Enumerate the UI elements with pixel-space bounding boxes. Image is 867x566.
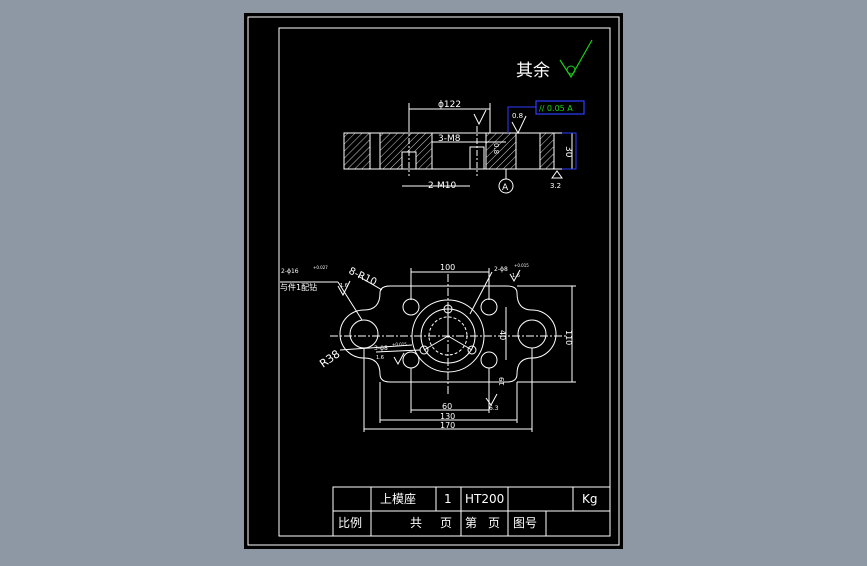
dim-19: 19 [498, 377, 506, 386]
note-2m10: 2-M10 [428, 181, 456, 191]
section-hatch-right [539, 132, 555, 170]
tb-page-label-2: 页 [488, 516, 500, 530]
ray-2 [423, 335, 449, 351]
dim-170: 170 [440, 421, 455, 430]
roughness-sym-top [509, 269, 521, 283]
tb-material: HT200 [465, 492, 504, 506]
leader-small-note [375, 349, 421, 353]
tb-sheet-label: 第 [465, 516, 477, 530]
height-dim-30: 30 [563, 146, 573, 158]
dim-100: 100 [440, 263, 455, 272]
roughness-circle-icon [566, 65, 576, 75]
note-top-hole: 2-ϕ8 [494, 266, 508, 273]
note-fit: 与件1配钻 [280, 282, 317, 292]
plan-view [280, 268, 576, 432]
height-dim-box [562, 132, 577, 170]
datum-circle [498, 178, 514, 194]
tb-quantity: 1 [444, 492, 452, 506]
note-top-hole-tol: +0.015 [514, 263, 529, 268]
roughness-note: 其余 [516, 39, 593, 81]
sheet-border [247, 16, 620, 546]
note-small-hole: 3-ϕ8 [374, 345, 388, 352]
note-top-roughness: 1.6 [512, 273, 520, 279]
note-pin-roughness: 1.6 [340, 283, 348, 289]
section-hatch-left [343, 132, 371, 170]
flatness-leader [507, 106, 536, 133]
tb-page-label: 页 [440, 516, 452, 530]
roughness-symbol-top [511, 115, 527, 135]
dim-110: 110 [564, 330, 573, 345]
note-bottom-roughness: 6.3 [489, 405, 499, 412]
roughness-top-value: 0.8 [512, 112, 523, 120]
flatness-frame [507, 100, 585, 170]
note-small-roughness: 1.6 [376, 355, 384, 361]
roughness-small-value: 3.2 [550, 182, 561, 190]
tb-scale-label: 比例 [338, 516, 362, 530]
small-hole-3 [467, 345, 477, 355]
note-small-hole-tol: +0.015 [392, 342, 407, 347]
flatness-value: // 0.05 A [539, 104, 573, 113]
dim-60: 60 [442, 402, 452, 411]
roughness-sym-bottom [485, 393, 498, 406]
tb-total-label: 共 [410, 516, 422, 530]
tb-unit: Kg [582, 492, 598, 506]
leader-8r10 [357, 275, 383, 291]
leader-fit-2 [337, 281, 363, 321]
roughness-symbol-right [551, 170, 563, 179]
ray-1 [447, 335, 473, 351]
note-pin-hole: 2-ϕ16 [281, 268, 299, 275]
leader-top-note [469, 271, 493, 315]
dim-phi122: ϕ122 [438, 100, 461, 110]
note-pin-hole-tol: +0.027 [313, 265, 328, 270]
title-block [332, 486, 611, 537]
front-view [343, 103, 576, 194]
leader-r38 [339, 344, 413, 351]
roughness-note-label: 其余 [516, 61, 550, 81]
note-3m8: 3-M8 [438, 134, 461, 144]
plate-outline [339, 285, 557, 383]
tb-drawing-no-label: 图号 [513, 516, 537, 530]
roughness-sym-fit [337, 280, 351, 297]
dim-130: 130 [440, 412, 455, 421]
dim-40: 40 [498, 330, 507, 340]
tb-part-name: 上模座 [380, 491, 416, 506]
datum-letter: A [502, 183, 509, 193]
section-hatch-center-right [485, 132, 517, 170]
roughness-right-value: 0.8 [492, 143, 500, 154]
roughness-symbol-left [473, 109, 487, 126]
drawing-sheet [244, 13, 623, 549]
roughness-sym-small [393, 352, 405, 366]
roughness-check-icon [559, 39, 593, 79]
